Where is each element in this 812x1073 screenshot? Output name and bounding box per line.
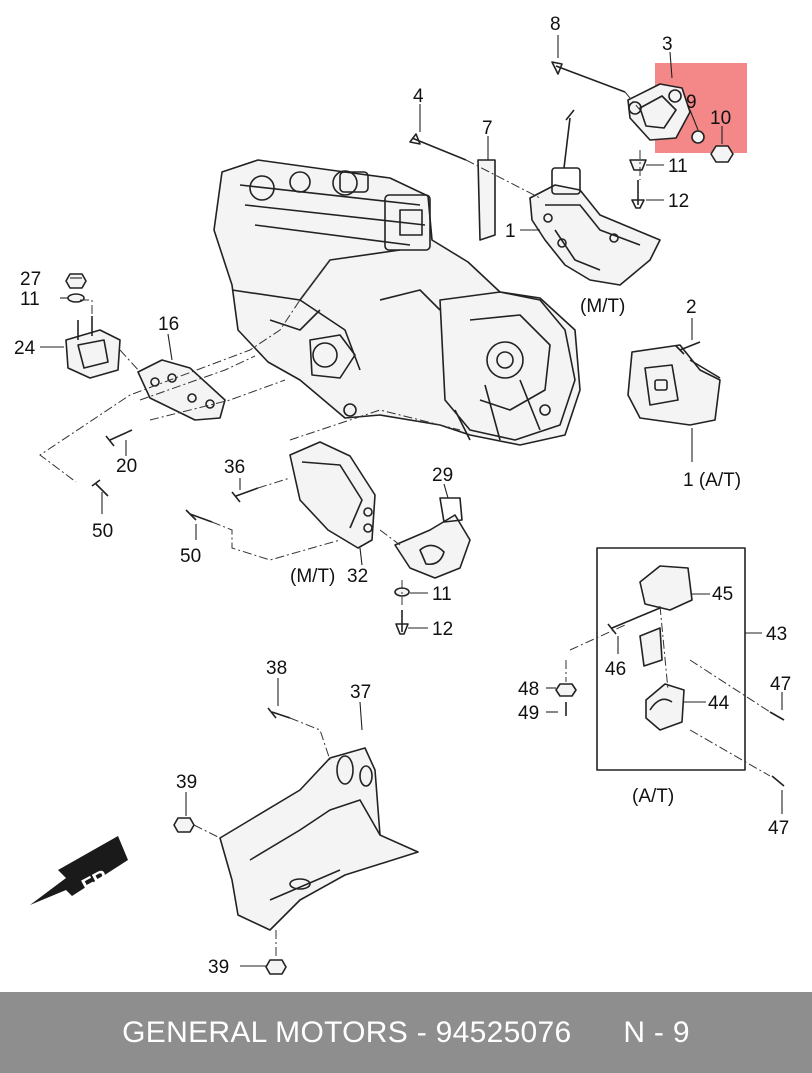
footer-bar: GENERAL MOTORS - 94525076 N - 9: [0, 992, 812, 1073]
part-10-nut: [710, 145, 734, 163]
callout-49: 49: [518, 703, 539, 724]
part-29-mount: [394, 497, 471, 579]
part-47-lower-bolt: [771, 775, 785, 787]
callout-7: 7: [482, 118, 493, 139]
callout-50-center: 50: [180, 546, 201, 567]
callout-11-left: 11: [20, 289, 40, 310]
part-39-lower-nut: [265, 959, 287, 975]
callout-11-top: 11: [668, 156, 688, 177]
part-3-mount: [627, 83, 691, 141]
part-50-left-bolt: [91, 479, 109, 497]
callout-29: 29: [432, 465, 453, 486]
callout-43: 43: [766, 624, 787, 645]
part-11-top-washer: [629, 159, 647, 171]
part-12-center-bolt: [395, 610, 409, 635]
part-43-detail-box: [596, 547, 746, 771]
callout-48: 48: [518, 679, 539, 700]
leader-lines: [40, 35, 783, 967]
part-36-bolt: [231, 487, 259, 503]
part-7-plate: [477, 159, 496, 241]
callout-labels: 8 3 9 10 4 7 11 12 1 (M/T) 2 1 (A/T) 27 …: [14, 14, 791, 978]
callout-27: 27: [20, 269, 41, 290]
callout-20: 20: [116, 456, 137, 477]
callout-36: 36: [224, 457, 245, 478]
callout-38: 38: [266, 658, 287, 679]
part-44-curve: [649, 698, 673, 711]
callout-8: 8: [550, 14, 561, 35]
part-4-bolt: [409, 133, 467, 161]
part-38-bolt: [267, 707, 291, 719]
callout-9: 9: [686, 92, 697, 113]
part-37-shield: [219, 747, 419, 931]
part-47-upper-bolt: [769, 711, 785, 721]
callout-45: 45: [712, 584, 733, 605]
part-24-mount: [65, 316, 121, 379]
callout-50-left: 50: [92, 521, 113, 542]
callout-47-upper: 47: [770, 674, 791, 695]
engine-mount-exploded-diagram: FR: [14, 14, 791, 978]
part-46-bolt: [607, 607, 661, 635]
part-1-mt-bracket: [529, 109, 661, 286]
callout-37: 37: [350, 682, 371, 703]
part-46-plate: [639, 627, 663, 667]
part-2-bolt: [675, 341, 701, 355]
callout-16: 16: [158, 314, 179, 335]
part-16-bracket: [137, 359, 226, 421]
callout-44: 44: [708, 693, 730, 714]
callout-24: 24: [14, 338, 36, 359]
part-45-mount: [639, 565, 693, 611]
callout-1-mt: 1: [505, 221, 516, 242]
engine-transmission-assembly: [213, 159, 581, 446]
label-mt-top: (M/T): [580, 296, 625, 317]
callout-32: 32: [347, 566, 368, 587]
callout-46: 46: [605, 659, 626, 680]
fr-direction-arrow: FR: [30, 836, 128, 905]
callout-39-lower: 39: [208, 957, 229, 978]
part-32-bracket: [289, 441, 376, 549]
callout-12-center: 12: [432, 619, 453, 640]
callout-11-center: 11: [432, 584, 452, 605]
part-8-bolt: [551, 61, 626, 93]
callout-47-lower: 47: [768, 818, 789, 839]
part-27-nut: [65, 273, 87, 289]
part-20-bolt: [105, 429, 133, 447]
part-39-upper-nut: [173, 817, 195, 833]
part-48-nut: [555, 683, 577, 697]
label-mt-bottom: (M/T): [290, 566, 335, 587]
part-44-bracket: [645, 683, 685, 731]
part-12-top-bolt: [631, 180, 645, 209]
callout-3: 3: [662, 34, 673, 55]
dashed-assembly-lines: [39, 91, 771, 958]
part-9-washer: [691, 130, 705, 144]
callout-39-upper: 39: [176, 772, 197, 793]
callout-1-at: 1 (A/T): [683, 470, 741, 491]
callout-12-top: 12: [668, 191, 689, 212]
label-at-box: (A/T): [632, 786, 674, 807]
part-1-at-bracket: [627, 344, 721, 426]
footer-part-number: GENERAL MOTORS - 94525076 N - 9: [122, 1015, 690, 1049]
callout-4: 4: [413, 86, 424, 107]
callout-10: 10: [710, 108, 731, 129]
part-50-center-bolt: [185, 509, 213, 523]
callout-2: 2: [686, 297, 697, 318]
part-11-left-washer: [67, 293, 85, 303]
